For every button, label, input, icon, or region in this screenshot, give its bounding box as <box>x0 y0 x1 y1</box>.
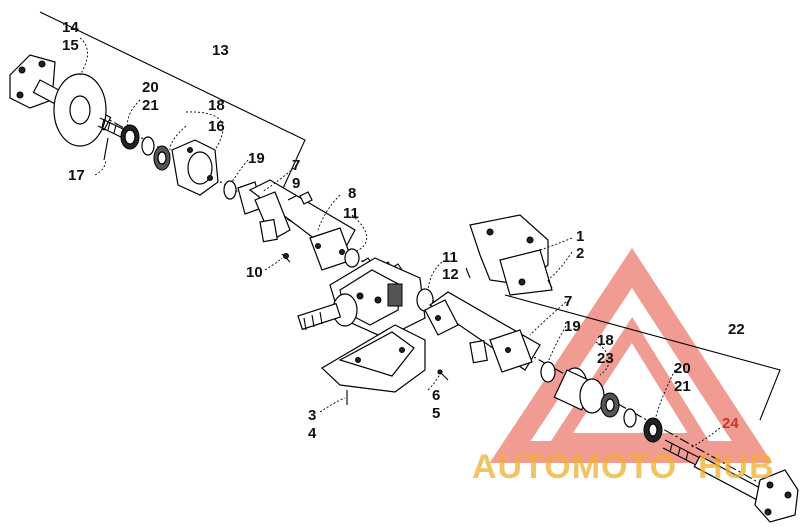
label-11-left: 11 <box>343 205 359 222</box>
left-splined-shaft <box>97 117 126 139</box>
left-axle-tube <box>248 179 356 271</box>
label-18-left: 18 <box>208 97 225 114</box>
label-22: 22 <box>728 321 745 338</box>
label-9: 9 <box>292 175 300 192</box>
right-hub-flange <box>754 469 799 523</box>
label-17: 17 <box>68 167 85 184</box>
differential-housing <box>329 257 426 339</box>
label-1: 1 <box>576 228 584 245</box>
label-11-right: 11 <box>442 249 458 266</box>
label-13: 13 <box>212 42 229 59</box>
watermark-brand-left: AUTOMOTO <box>472 448 677 486</box>
label-6: 6 <box>432 387 440 404</box>
label-7-left: 7 <box>292 157 300 174</box>
label-21-left: 21 <box>142 97 159 114</box>
label-14: 14 <box>62 19 79 36</box>
left-snap-ring <box>141 136 155 156</box>
label-16: 16 <box>208 118 225 135</box>
mounting-bracket <box>469 214 553 296</box>
label-19-right: 19 <box>564 318 581 335</box>
right-ring-19 <box>540 361 556 383</box>
pinion-shaft <box>297 302 342 331</box>
label-7-right: 7 <box>564 293 572 310</box>
label-8: 8 <box>348 185 356 202</box>
watermark-brand-right: HUB <box>698 448 775 486</box>
right-bearing-housing <box>553 367 605 414</box>
label-18-right: 18 <box>597 332 614 349</box>
label-20-left: 20 <box>142 79 159 96</box>
label-19-left: 19 <box>248 150 265 167</box>
bolt-9 <box>287 191 313 205</box>
right-axle-tube <box>424 291 541 373</box>
label-2: 2 <box>576 245 584 262</box>
label-23: 23 <box>597 350 614 367</box>
label-15: 15 <box>62 37 79 54</box>
label-5: 5 <box>432 405 440 422</box>
bracket-bolt <box>465 267 471 279</box>
label-21-right: 21 <box>674 378 691 395</box>
label-20-right: 20 <box>674 360 691 377</box>
watermark-brand: AUTOMOTO HUB <box>472 448 775 486</box>
label-10: 10 <box>246 264 263 281</box>
bolt-17 <box>103 137 109 161</box>
label-12: 12 <box>442 266 459 283</box>
label-3: 3 <box>308 407 316 424</box>
assembly-13-bracket <box>39 11 306 196</box>
bearing-housing-16 <box>171 139 219 196</box>
o-ring-11a <box>344 248 360 268</box>
label-24: 24 <box>722 415 739 432</box>
leader-lines <box>79 37 721 449</box>
label-4: 4 <box>308 425 317 442</box>
left-ring-19 <box>223 180 237 200</box>
right-snap-ring <box>623 408 637 428</box>
skid-plate <box>321 324 426 393</box>
assembly-22-bracket <box>504 294 781 421</box>
